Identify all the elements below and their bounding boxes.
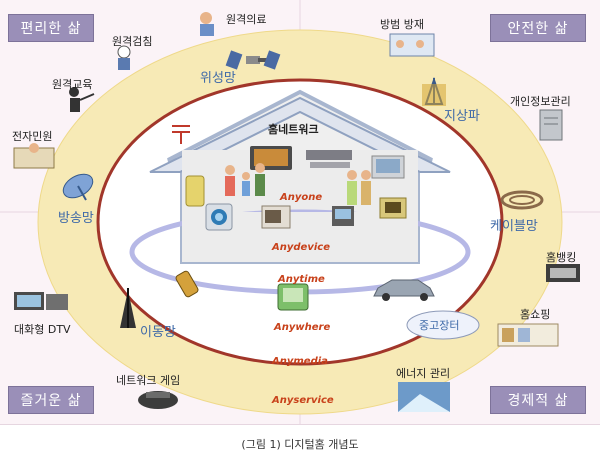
diagram-graphics — [0, 0, 600, 424]
label-remote-checkup: 원격검침 — [112, 35, 153, 48]
label-satellite-network: 위성망 — [200, 71, 236, 86]
computer-icon — [371, 155, 405, 179]
washing-machine-icon — [205, 203, 233, 231]
label-energy: 에너지 관리 — [396, 367, 451, 380]
pda-icon — [277, 283, 309, 311]
figure-caption: (그림 1) 디지털홈 개념도 — [241, 438, 359, 451]
label-privacy: 개인정보관리 — [510, 95, 571, 108]
label-anydevice: Anydevice — [272, 242, 330, 253]
videophone-icon — [332, 206, 354, 226]
crime-disaster-icon — [389, 33, 435, 57]
family-icon — [225, 163, 265, 196]
remote-education-icon — [69, 87, 95, 112]
home-banking-icon — [546, 264, 580, 282]
home-shopping-icon — [497, 323, 559, 347]
pc-monitor-icon — [379, 197, 407, 219]
corner-enjoyable-life: 즐거운 삶 — [8, 386, 94, 414]
corner-safe-life: 안전한 삶 — [490, 14, 586, 42]
water-heater-icon — [185, 175, 205, 207]
satellite-icon — [225, 50, 281, 70]
label-home-banking: 홈뱅킹 — [546, 251, 577, 264]
label-broadcast-network: 방송망 — [58, 211, 94, 226]
label-anymedia: Anymedia — [272, 356, 328, 367]
used-market-cloud-icon — [406, 310, 480, 340]
e-government-icon — [13, 143, 55, 169]
microwave-icon — [261, 205, 291, 229]
corner-economic-life: 경제적 삶 — [490, 386, 586, 414]
house-title: 홈네트워크 — [268, 123, 319, 136]
remote-checkup-icon — [117, 45, 131, 70]
mobile-tower-icon — [120, 288, 136, 328]
corner-convenient-life: 편리한 삶 — [8, 14, 94, 42]
label-e-government: 전자민원 — [12, 130, 53, 143]
video-player-icon — [306, 150, 352, 168]
label-crime-disaster: 방범 방재 — [380, 18, 424, 31]
cable-icon — [500, 190, 544, 210]
label-used-market: 중고장터 — [419, 319, 460, 332]
label-remote-education: 원격교육 — [52, 78, 93, 91]
label-remote-medical: 원격의료 — [226, 13, 267, 26]
network-game-icon — [138, 391, 178, 409]
label-home-shopping: 홈쇼핑 — [520, 308, 551, 321]
label-anyone: Anyone — [280, 192, 323, 203]
post-office-icon — [172, 125, 190, 144]
mobile-phone-icon — [175, 270, 199, 298]
label-terrestrial-network: 지상파 — [444, 109, 480, 124]
label-mobile-network: 이동망 — [140, 325, 176, 340]
energy-icon — [398, 382, 450, 412]
satellite-dish-icon — [62, 173, 94, 201]
elderly-couple-icon — [347, 170, 371, 205]
label-interactive-dtv: 대화형 DTV — [14, 323, 71, 336]
house-roof — [149, 96, 451, 173]
privacy-server-icon — [539, 109, 563, 141]
remote-medical-icon — [200, 12, 214, 36]
broadcast-tower-icon — [422, 76, 446, 106]
label-network-game: 네트워크 게임 — [116, 374, 181, 387]
interactive-dtv-icon — [14, 292, 68, 310]
label-anywhere: Anywhere — [274, 322, 331, 333]
label-anyservice: Anyservice — [272, 395, 334, 406]
car-icon — [373, 279, 435, 301]
label-anytime: Anytime — [278, 274, 325, 285]
label-cable-network: 케이블망 — [490, 219, 538, 234]
